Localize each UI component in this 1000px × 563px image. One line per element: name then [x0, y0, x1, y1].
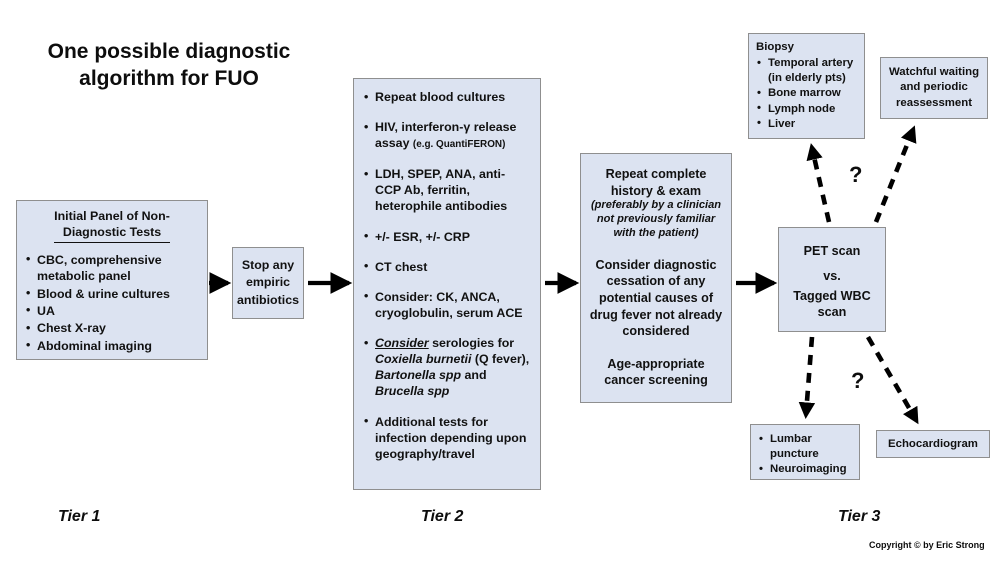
watchful-waiting-label: Watchful waiting and periodic reassessme…: [888, 65, 980, 109]
list-item-note: (e.g. QuantiFERON): [412, 139, 506, 151]
echocardiogram-label: Echocardiogram: [888, 438, 978, 450]
biopsy-header: Biopsy: [756, 41, 794, 53]
pet-scan-line3: Tagged WBC scan: [793, 288, 871, 319]
list-item: Blood & urine cultures: [25, 285, 199, 302]
pet-scan-line2: vs.: [823, 268, 841, 283]
list-item-text: Additional tests for infection depending…: [375, 414, 527, 461]
list-item: Additional tests for infection depending…: [363, 413, 531, 462]
initial-panel-header: Initial Panel of Non- Diagnostic Tests: [25, 209, 199, 243]
arrow-pet-to-lumbar: [798, 336, 816, 419]
stop-antibiotics-box[interactable]: Stop any empiric antibiotics: [232, 247, 304, 319]
repeat-history-para3: Age-appropriate cancer screening: [604, 356, 708, 388]
stop-antibiotics-label: Stop any empiric antibiotics: [237, 257, 299, 307]
list-item: +/- ESR, +/- CRP: [363, 228, 531, 245]
tier2-test-list: Repeat blood cultures HIV, interferon-γ …: [363, 88, 531, 462]
list-item: Lumbar puncture: [758, 431, 853, 462]
pet-scan-line1: PET scan: [803, 243, 861, 258]
list-item: CBC, comprehensive metabolic panel: [25, 251, 199, 285]
lumbar-puncture-box[interactable]: Lumbar puncture Neuroimaging: [750, 424, 860, 480]
list-item: Consider: CK, ANCA, cryoglobulin, serum …: [363, 288, 531, 321]
serologies-seg2: (Q fever),: [471, 352, 530, 367]
initial-panel-header-line1: Initial Panel of Non-: [54, 209, 170, 223]
serologies-seg3: and: [461, 368, 487, 383]
list-item: Liver: [756, 116, 858, 132]
list-item: LDH, SPEP, ANA, anti-CCP Ab, ferritin, h…: [363, 166, 531, 214]
page-title-text: One possible diagnostic algorithm for FU…: [47, 40, 291, 91]
question-mark-lower: ?: [851, 368, 865, 393]
tier2-tests-box[interactable]: Repeat blood cultures HIV, interferon-γ …: [353, 78, 541, 490]
repeat-history-sub: (preferably by a clinician not previousl…: [590, 199, 722, 239]
list-item-text: HIV, interferon-γ release assay: [375, 120, 517, 151]
list-item: Neuroimaging: [758, 462, 853, 477]
list-item-text: CT chest: [375, 259, 428, 274]
pet-scan-box[interactable]: PET scan vs. Tagged WBC scan: [778, 227, 886, 332]
species-brucella: Brucella spp: [375, 384, 450, 399]
list-item: Chest X-ray: [25, 320, 199, 337]
arrow-pet-to-watchful: [873, 125, 917, 223]
watchful-waiting-box[interactable]: Watchful waiting and periodic reassessme…: [880, 57, 988, 119]
arrow-pet-to-echo: [866, 335, 919, 425]
list-item-text: Consider: CK, ANCA, cryoglobulin, serum …: [375, 289, 523, 320]
biopsy-list: Temporal artery (in elderly pts) Bone ma…: [756, 56, 858, 132]
tier-label-3: Tier 3: [838, 508, 881, 525]
biopsy-box[interactable]: Biopsy Temporal artery (in elderly pts) …: [748, 33, 865, 139]
page-title: One possible diagnostic algorithm for FU…: [24, 38, 314, 93]
repeat-history-line1: Repeat complete history & exam: [605, 167, 707, 198]
list-item-text: Repeat blood cultures: [375, 90, 506, 104]
repeat-history-group: Repeat complete history & exam (preferab…: [589, 166, 723, 241]
serologies-seg1: serologies for: [428, 336, 515, 351]
initial-panel-list: CBC, comprehensive metabolic panel Blood…: [25, 251, 199, 354]
arrow-pet-to-biopsy: [806, 143, 832, 223]
initial-panel-box[interactable]: Initial Panel of Non- Diagnostic Tests C…: [16, 200, 208, 360]
list-item: CT chest: [363, 258, 531, 275]
list-item-text: LDH, SPEP, ANA, anti-CCP Ab, ferritin, h…: [375, 167, 508, 214]
lumbar-list: Lumbar puncture Neuroimaging: [758, 431, 853, 477]
list-item: HIV, interferon-γ release assay (e.g. Qu…: [363, 119, 531, 152]
copyright-notice: Copyright © by Eric Strong: [869, 540, 985, 550]
list-item: Lymph node: [756, 101, 858, 117]
species-coxiella: Coxiella burnetii: [375, 352, 472, 367]
echocardiogram-box[interactable]: Echocardiogram: [876, 430, 990, 458]
tier-label-2: Tier 2: [421, 508, 464, 525]
serologies-emphasis: Consider: [375, 336, 429, 351]
question-mark-upper: ?: [849, 162, 863, 187]
repeat-history-para2: Consider diagnostic cessation of any pot…: [589, 257, 723, 339]
repeat-history-box[interactable]: Repeat complete history & exam (preferab…: [580, 153, 732, 403]
list-item: Temporal artery (in elderly pts): [756, 56, 858, 86]
list-item: Bone marrow: [756, 86, 858, 101]
list-item-serologies: Consider serologies for Coxiella burneti…: [363, 335, 531, 400]
list-item: Repeat blood cultures: [363, 88, 531, 105]
list-item: UA: [25, 302, 199, 319]
list-item: Abdominal imaging: [25, 337, 199, 354]
initial-panel-header-line2: Diagnostic Tests: [62, 224, 162, 239]
species-bartonella: Bartonella spp: [375, 368, 462, 383]
tier-label-1: Tier 1: [58, 508, 101, 525]
list-item-text: +/- ESR, +/- CRP: [375, 229, 471, 244]
